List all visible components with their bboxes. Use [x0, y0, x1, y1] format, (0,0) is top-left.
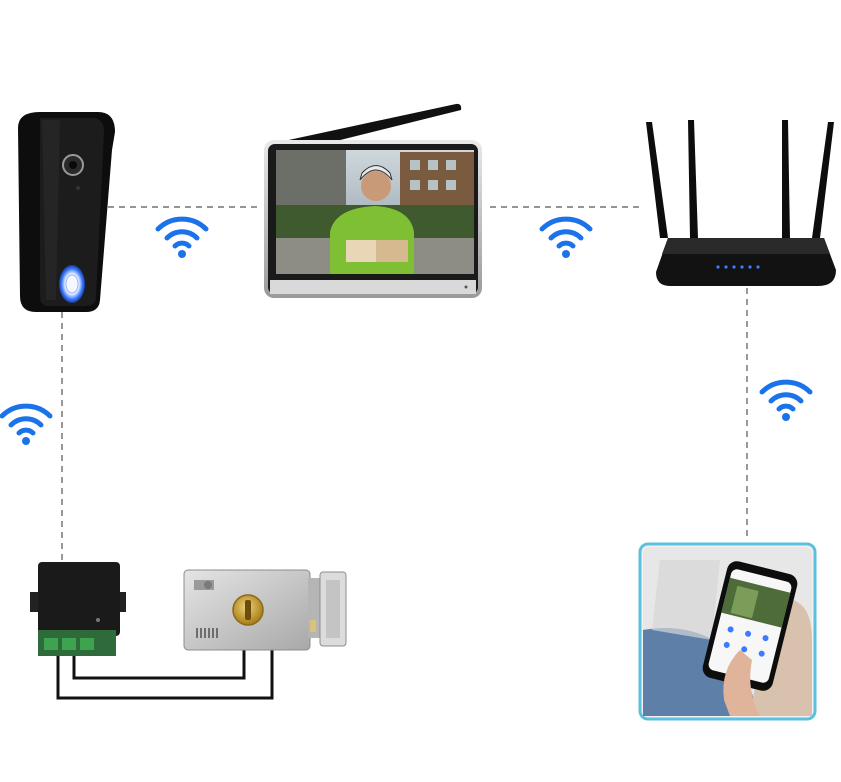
router-antenna — [688, 120, 698, 238]
router-antenna — [782, 120, 790, 238]
electric-lock — [183, 569, 347, 651]
relay-controller — [30, 562, 126, 656]
lock-vent — [196, 628, 218, 638]
wifi-icon — [539, 216, 593, 258]
doorbell-camera — [18, 112, 115, 312]
smartphone-app — [638, 542, 817, 721]
wifi-router — [646, 120, 836, 286]
wire-relay-lock-outer — [56, 648, 274, 700]
router-antenna — [812, 122, 834, 238]
indoor-monitor — [264, 103, 482, 298]
connection-lines — [56, 206, 748, 700]
wifi-icon — [155, 216, 209, 258]
antenna — [270, 103, 462, 150]
wifi-icon — [0, 403, 53, 445]
router-antenna — [646, 122, 668, 238]
wire-relay-lock-inner — [72, 648, 246, 680]
wifi-icon — [759, 379, 813, 421]
router-status-leds — [716, 265, 760, 269]
monitor-screen — [276, 150, 474, 274]
